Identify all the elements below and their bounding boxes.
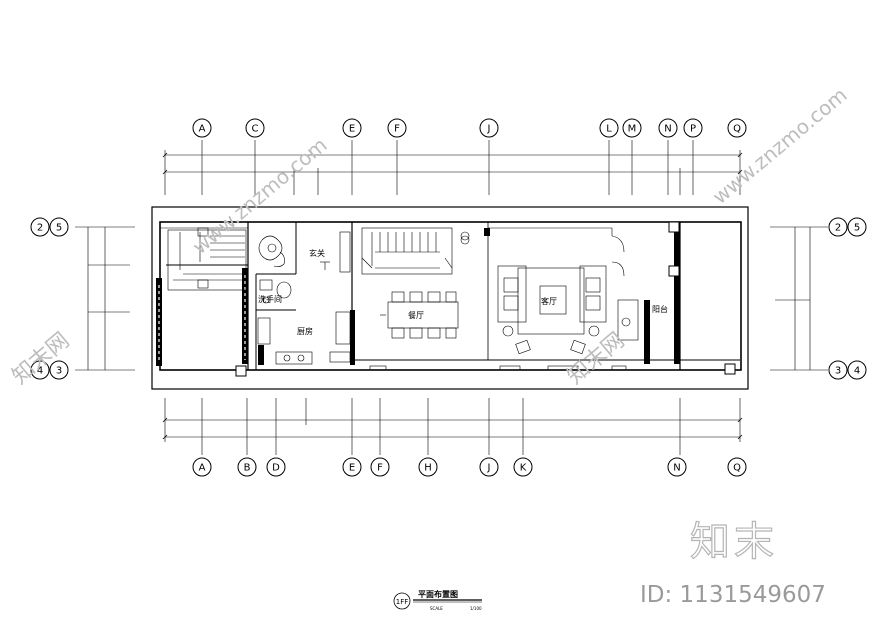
watermark-diag-right: www.znzmo.com: [708, 83, 852, 209]
svg-text:3: 3: [835, 366, 841, 377]
watermark-side-mid: 知末网: [563, 328, 630, 390]
svg-text:M: M: [628, 124, 637, 135]
grid-bubble-top: L: [599, 118, 619, 138]
svg-text:P: P: [690, 124, 696, 135]
balcony-fixtures: [617, 299, 680, 341]
svg-text:E: E: [349, 463, 355, 474]
svg-text:H: H: [424, 463, 432, 474]
grid-bubble-top: F: [387, 118, 407, 138]
svg-text:2: 2: [37, 223, 43, 234]
grid-bubble-top: E: [342, 118, 362, 138]
grid-bubble-bottom: E: [342, 457, 362, 477]
grid-bubble-left: 5: [49, 217, 69, 237]
grid-bubble-bottom: J: [479, 457, 499, 477]
grid-bubble-bottom: H: [418, 457, 438, 477]
watermark-brand: 知末: [690, 519, 778, 565]
grid-bubble-bottom: Q: [727, 457, 747, 477]
room-label-dining: 餐厅: [408, 311, 424, 320]
room-label-balcony: 阳台: [652, 304, 668, 314]
bottom-dimension-lines: [164, 398, 741, 455]
drawing-title-block: 1FF 平面布置图 SCALE 1/100: [393, 589, 482, 611]
svg-text:4: 4: [37, 366, 43, 377]
svg-text:F: F: [377, 463, 383, 474]
grid-bubbles-top: A C E F J L M N P Q: [192, 118, 747, 138]
grid-bubble-bottom: F: [370, 457, 390, 477]
grid-bubble-right: 2: [828, 217, 848, 237]
svg-text:N: N: [664, 124, 671, 135]
dimension-ticks: [162, 152, 743, 440]
svg-text:Q: Q: [733, 124, 741, 135]
svg-text:J: J: [487, 124, 491, 135]
grid-bubble-bottom: A: [192, 457, 212, 477]
svg-text:A: A: [199, 463, 206, 474]
grid-bubble-right: 4: [847, 360, 867, 380]
right-dimension-lines: [770, 226, 828, 371]
svg-text:K: K: [520, 463, 527, 474]
room-label-kitchen: 厨房: [297, 326, 313, 336]
scale-label: SCALE: [430, 606, 443, 611]
kitchen-fixtures: [257, 311, 351, 365]
grid-bubble-top: A: [192, 118, 212, 138]
room-label-living: 客厅: [541, 296, 557, 306]
title-tag-circle: [393, 592, 411, 610]
svg-text:E: E: [349, 124, 355, 135]
svg-text:L: L: [606, 124, 612, 135]
grid-bubble-bottom: D: [266, 457, 286, 477]
grid-bubbles-left: 2 5 4 3: [30, 217, 69, 380]
grid-bubble-right: 5: [847, 217, 867, 237]
stair-left: [167, 227, 247, 291]
watermark-layer: www.znzmo.com www.znzmo.com 知末网 知末网 知末 I…: [8, 83, 852, 608]
scale-value: 1/100: [470, 606, 482, 611]
room-label-washroom: 洗手间: [258, 294, 282, 304]
svg-text:C: C: [252, 124, 259, 135]
grid-bubble-left: 4: [30, 360, 50, 380]
grid-bubble-top: P: [683, 118, 703, 138]
svg-text:D: D: [272, 463, 280, 474]
stair-center: [361, 227, 453, 275]
watermark-id: ID: 1131549607: [640, 582, 826, 608]
grid-bubble-top: C: [245, 118, 265, 138]
dining-table: [380, 291, 459, 339]
svg-text:Q: Q: [733, 463, 741, 474]
svg-text:5: 5: [56, 223, 62, 234]
svg-text:B: B: [244, 463, 251, 474]
room-label-entry: 玄关: [309, 248, 325, 258]
watermark-side-left: 知末网: [8, 328, 75, 390]
grid-bubble-bottom: K: [513, 457, 533, 477]
grid-bubble-bottom: N: [667, 457, 687, 477]
grid-bubble-left: 2: [30, 217, 50, 237]
watermark-diag-left: www.znzmo.com: [188, 133, 332, 259]
svg-text:5: 5: [854, 223, 860, 234]
top-dimension-lines: [164, 140, 741, 195]
door-markers: [369, 231, 627, 371]
window-dashes: [158, 275, 246, 360]
grid-bubble-left: 3: [49, 360, 69, 380]
grid-bubble-right: 3: [828, 360, 848, 380]
structural-columns: [235, 221, 736, 377]
svg-text:N: N: [673, 463, 680, 474]
room-labels: 玄关 餐厅 客厅 厨房 洗手间 阳台: [258, 248, 668, 336]
site-boundary: [151, 206, 749, 390]
title-tag: 1FF: [396, 598, 409, 606]
washroom-fixtures: [259, 279, 292, 304]
grid-bubble-top: N: [658, 118, 678, 138]
svg-text:3: 3: [56, 366, 62, 377]
grid-bubbles-bottom: A B D E F H J K N Q: [192, 457, 747, 477]
grid-bubble-top: Q: [727, 118, 747, 138]
svg-text:A: A: [199, 124, 206, 135]
grid-bubbles-right: 2 5 3 4: [828, 217, 867, 380]
living-furniture: [488, 227, 625, 355]
grid-bubble-top: J: [479, 118, 499, 138]
drawing-title: 平面布置图: [418, 589, 458, 599]
left-dimension-lines: [75, 226, 135, 371]
svg-text:J: J: [487, 463, 491, 474]
svg-text:4: 4: [854, 366, 860, 377]
svg-text:2: 2: [835, 223, 841, 234]
svg-text:F: F: [394, 124, 400, 135]
grid-bubble-bottom: B: [237, 457, 257, 477]
grid-bubble-top: M: [622, 118, 642, 138]
entry-furniture: [258, 231, 351, 273]
